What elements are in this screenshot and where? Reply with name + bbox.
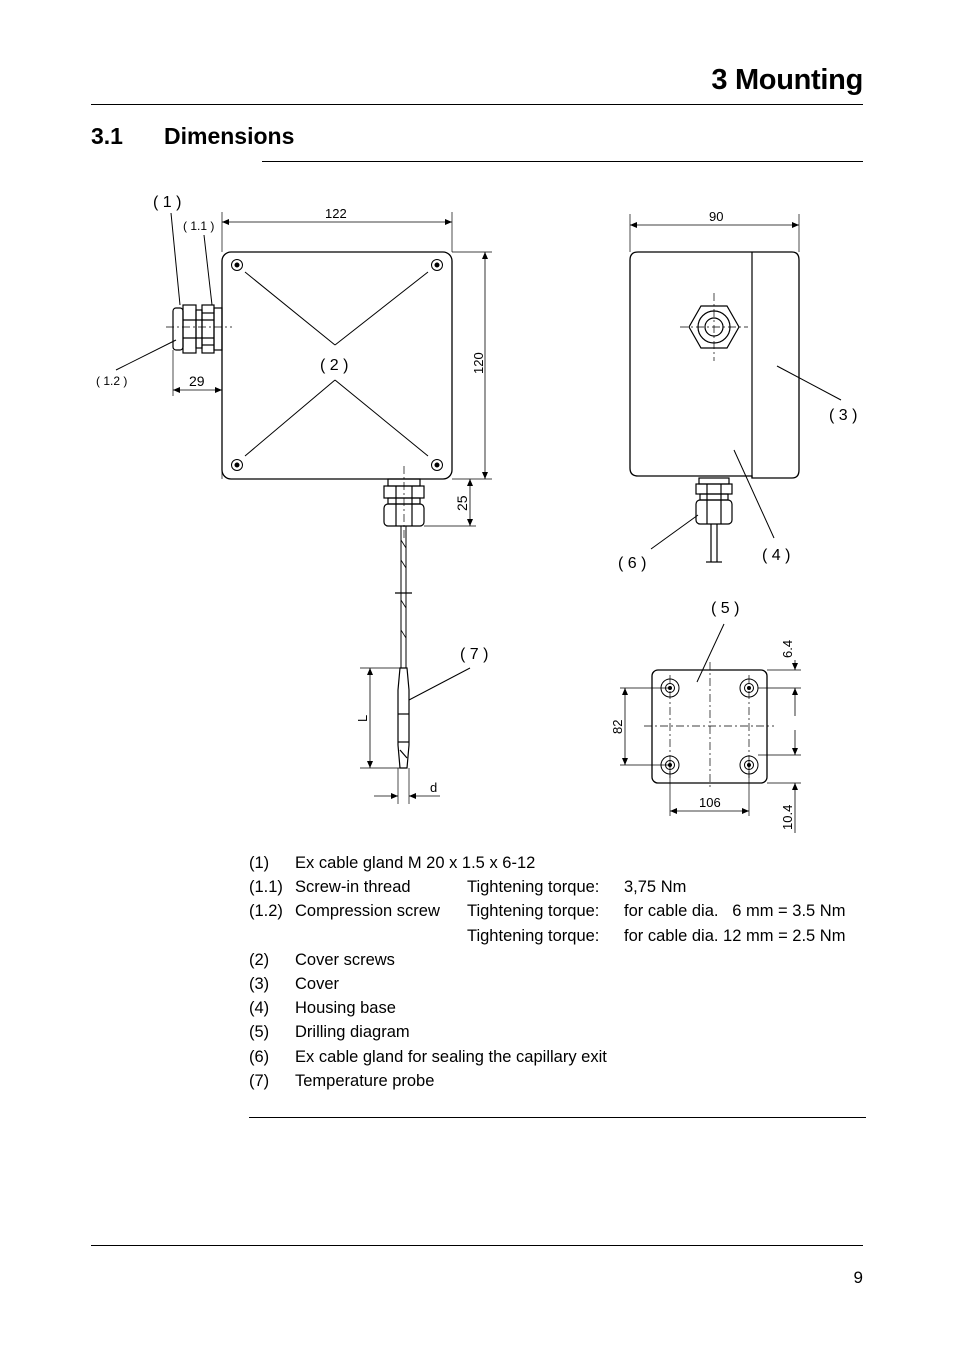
legend-text: Cover screws [295,950,395,969]
leader-line [696,623,725,683]
header-rule [91,104,863,105]
legend-number: (7) [249,1071,270,1090]
leader-line [170,212,181,306]
leader-line [733,449,775,539]
dim-top-drilling: 6.4 [780,640,795,658]
legend-number: (6) [249,1047,270,1066]
legend-text: Housing base [295,999,396,1018]
callout-7: ( 7 ) [460,646,488,663]
legend-label: Tightening torque: [467,902,600,921]
legend-number: (4) [249,999,270,1018]
callout-6: ( 6 ) [618,555,646,572]
leader-line [203,234,213,306]
section-title: Dimensions [164,123,295,149]
side-bottom-gland [695,477,733,563]
leader-line [408,667,471,701]
legend-text: Compression screw [295,902,440,921]
capillary [395,526,412,668]
cover-screw [231,259,243,271]
legend-value: for cable dia. 6 mm = 3.5 Nm [624,902,846,921]
legend-text: Ex cable gland for sealing the capillary… [295,1047,607,1066]
left-cable-gland [172,304,223,354]
leader-line [650,514,699,550]
cover-screw [431,459,443,471]
legend-text: Ex cable gland M 20 x 1.5 x 6-12 [295,854,536,872]
side-view: 90 ( 3 ) ( 4 ) ( 6 ) [618,209,857,572]
callout-1: ( 1 ) [153,194,181,211]
dim-height-front: 120 [471,352,486,374]
legend-text: Screw-in thread [295,878,411,897]
leader-line [776,365,842,401]
front-view: ( 1 ) ( 1.1 ) ( 1.2 ) ( 2 ) ( 7 ) 122 12… [96,194,492,804]
legend-rule [249,1117,866,1118]
legend-number: (1.2) [249,902,283,921]
callout-1-1: ( 1.1 ) [183,219,214,233]
center-line [644,662,774,790]
callout-5: ( 5 ) [711,600,739,617]
legend-text: Cover [295,974,340,993]
section-rule [262,161,863,162]
legend-number: (1) [249,854,270,872]
dim-gland-front: 29 [189,373,205,389]
leader-line [115,339,177,371]
legend-number: (2) [249,950,270,969]
callout-4: ( 4 ) [762,547,790,564]
dim-bottom-gland: 25 [454,495,470,511]
page-number: 9 [853,1268,863,1287]
temperature-probe [397,667,410,769]
dim-width-front: 122 [325,206,347,221]
callout-1-2: ( 1.2 ) [96,374,127,388]
drilling-diagram: ( 5 ) 6.4 82 106 10.4 [610,600,801,833]
leader-line [244,271,429,457]
callout-3: ( 3 ) [829,407,857,424]
dim-width-side: 90 [709,209,723,224]
housing-front-outline [221,251,453,480]
legend-text: Temperature probe [295,1071,435,1090]
callout-2: ( 2 ) [320,357,348,374]
legend-number: (1.1) [249,878,283,897]
cover-screw [231,459,243,471]
dim-height-drilling: 82 [610,720,625,734]
legend-label: Tightening torque: [467,926,600,945]
footer-rule [91,1245,863,1246]
chapter-title: 3 Mounting [711,64,863,96]
drilling-plate [651,669,768,784]
housing-side-outline [629,251,800,479]
dim-bottom-drilling: 10.4 [780,805,795,830]
legend-value: 3,75 Nm [624,878,687,897]
legend-label: Tightening torque: [467,878,600,897]
dim-L: L [355,715,370,722]
legend-value: for cable dia. 12 mm = 2.5 Nm [624,926,846,945]
dim-width-drilling: 106 [699,795,721,810]
legend-number: (5) [249,1023,270,1042]
legend-number: (3) [249,974,270,993]
dim-d: d [430,780,437,795]
dimension-drawing: ( 1 ) ( 1.1 ) ( 1.2 ) ( 2 ) ( 7 ) 122 12… [96,194,857,833]
legend-text: Drilling diagram [295,1023,410,1042]
cover-screw [431,259,443,271]
section-number: 3.1 [91,123,123,149]
